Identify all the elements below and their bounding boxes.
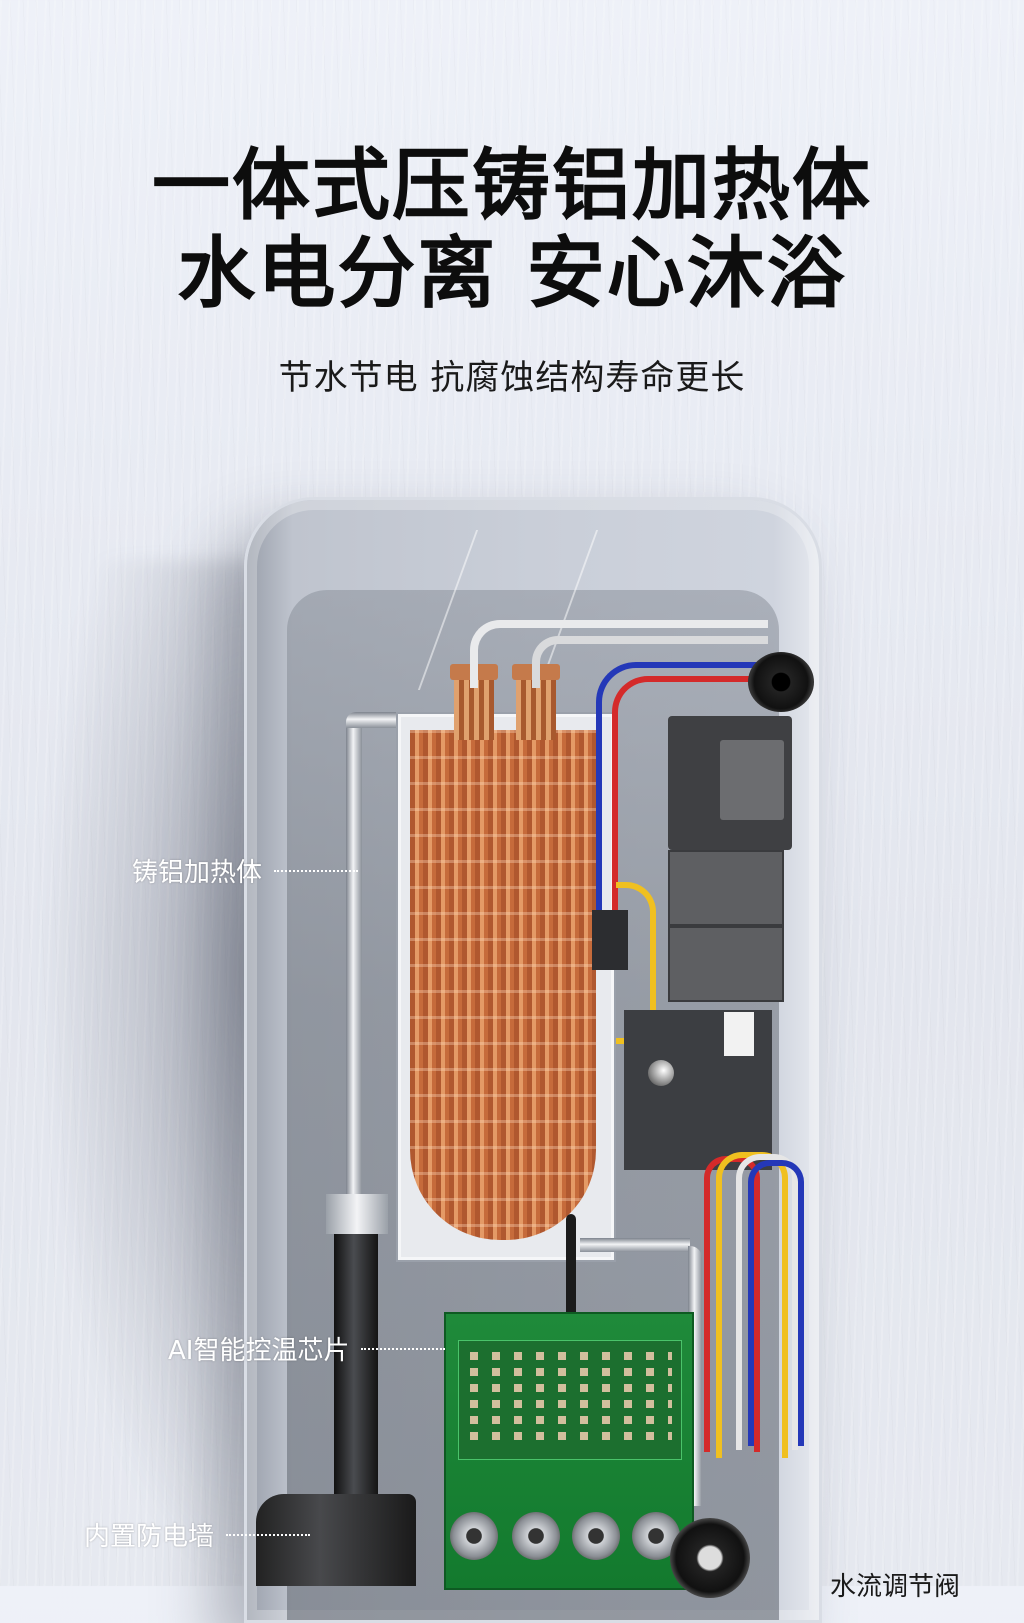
callout-flow-valve: 水流调节阀 — [830, 1572, 961, 1602]
white-wire-bundle — [736, 1154, 798, 1450]
board-component — [724, 1012, 754, 1056]
callout-label: 铸铝加热体 — [132, 858, 263, 888]
callout-label: 内置防电墙 — [84, 1522, 215, 1552]
callout-cast-aluminum-heater: 铸铝加热体 — [132, 852, 359, 889]
callout-label: AI智能控温芯片 — [168, 1336, 350, 1366]
relay-module — [668, 926, 784, 1002]
headline-line-2: 水电分离 安心沐浴 — [177, 229, 847, 319]
pipe-nut — [326, 1194, 388, 1234]
red-wire — [612, 676, 762, 922]
subtitle: 节水节电 抗腐蚀结构寿命更长 — [278, 358, 746, 398]
pcb-standoff — [450, 1512, 498, 1560]
inlet-pipe — [346, 724, 362, 1204]
thermal-switch — [592, 910, 628, 970]
flow-regulating-valve — [670, 1518, 750, 1598]
white-wire — [470, 620, 768, 688]
inlet-pipe-bend — [346, 712, 406, 728]
capacitor — [648, 1060, 674, 1086]
blue-wire — [596, 662, 762, 928]
leader-line — [361, 1347, 446, 1350]
copper-coil — [410, 730, 596, 1240]
leader-line — [274, 869, 359, 872]
outlet-pipe — [580, 1238, 690, 1252]
anti-electric-wall-valve — [256, 1494, 416, 1586]
relay-module — [668, 850, 784, 926]
leader-line — [226, 1533, 311, 1536]
callout-ai-chip: AI智能控温芯片 — [168, 1330, 446, 1367]
relay-cover — [720, 740, 784, 820]
terminal-pins — [516, 680, 556, 740]
cable-grommet — [748, 652, 814, 712]
blue-wire-bundle — [748, 1160, 804, 1446]
pcb-standoff — [572, 1512, 620, 1560]
copper-coil-rings — [410, 730, 596, 1240]
pcb-pads — [464, 1352, 672, 1442]
white-wire — [532, 636, 768, 688]
pcb-standoff — [512, 1512, 560, 1560]
headline-line-1: 一体式压铸铝加热体 — [151, 141, 872, 231]
terminal-pins — [454, 680, 494, 740]
callout-anti-electric-wall: 内置防电墙 — [84, 1516, 311, 1553]
